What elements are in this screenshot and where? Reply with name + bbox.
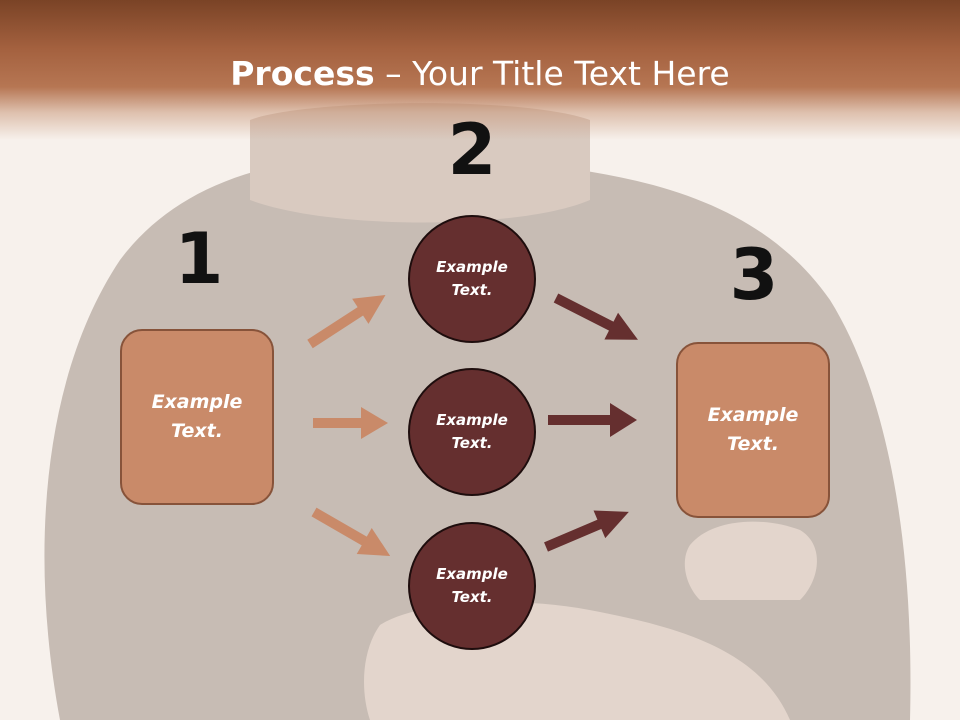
arrow-1-to-2-middle [313,407,388,439]
step-2-circle-top: Example Text. [408,215,536,343]
title-rest: – Your Title Text Here [374,54,730,93]
step-2-circle-top-text: Example Text. [436,258,508,299]
step-2-number: 2 [447,109,497,191]
step-2-circle-middle-text: Example Text. [436,411,508,452]
step-2-circle-bottom: Example Text. [408,522,536,650]
step-3-box: Example Text. [676,342,830,518]
slide-title: Process – Your Title Text Here [0,52,960,96]
step-1-number: 1 [174,218,224,300]
arrow-2-to-3-middle [548,403,637,437]
arrow-2-to-3-bottom [544,510,629,552]
arrow-2-to-3-top [553,293,638,340]
step-2-circle-bottom-text: Example Text. [436,565,508,606]
arrow-1-to-2-top [307,294,386,349]
step-3-text: Example Text. [707,404,799,455]
step-1-text: Example Text. [151,391,243,442]
title-bar [0,0,960,140]
step-3-number: 3 [729,234,779,316]
step-1-box: Example Text. [120,329,274,505]
arrow-1-to-2-bottom [311,507,391,556]
step-2-circle-middle: Example Text. [408,368,536,496]
title-bold: Process [230,54,375,93]
